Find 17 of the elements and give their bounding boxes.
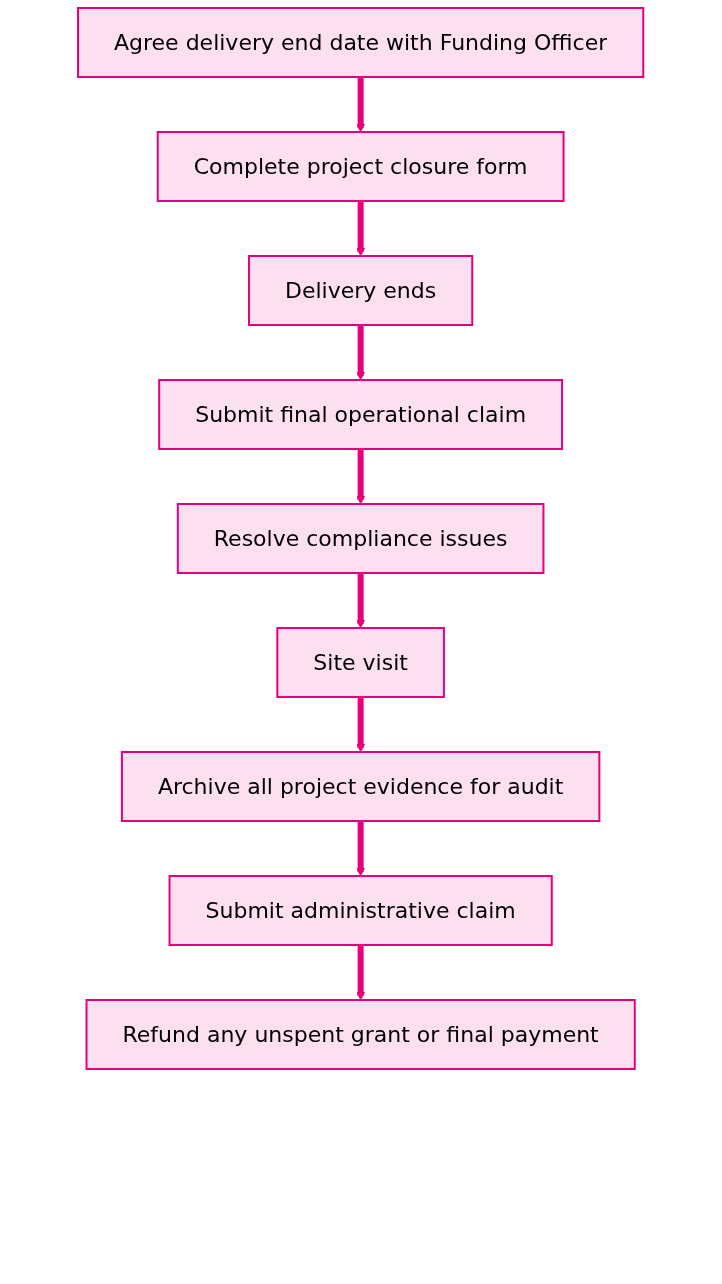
node-box: Delivery ends bbox=[248, 255, 474, 326]
arrow bbox=[356, 945, 366, 1001]
node-box: Submit administrative claim bbox=[168, 875, 554, 946]
node-box: Complete project closure form bbox=[157, 131, 565, 202]
arrow bbox=[356, 201, 366, 257]
arrow bbox=[356, 77, 366, 133]
node-box: Submit final operational claim bbox=[158, 379, 564, 450]
arrow bbox=[356, 573, 366, 629]
node-box: Site visit bbox=[276, 627, 446, 698]
node-box: Archive all project evidence for audit bbox=[121, 751, 601, 822]
arrow bbox=[356, 449, 366, 505]
arrow bbox=[356, 697, 366, 753]
node-box: Resolve compliance issues bbox=[177, 503, 545, 574]
arrow bbox=[356, 821, 366, 877]
node-box: Agree delivery end date with Funding Officer bbox=[77, 7, 645, 78]
arrow bbox=[356, 325, 366, 381]
node-box: Refund any unspent grant or final payment bbox=[85, 999, 637, 1070]
